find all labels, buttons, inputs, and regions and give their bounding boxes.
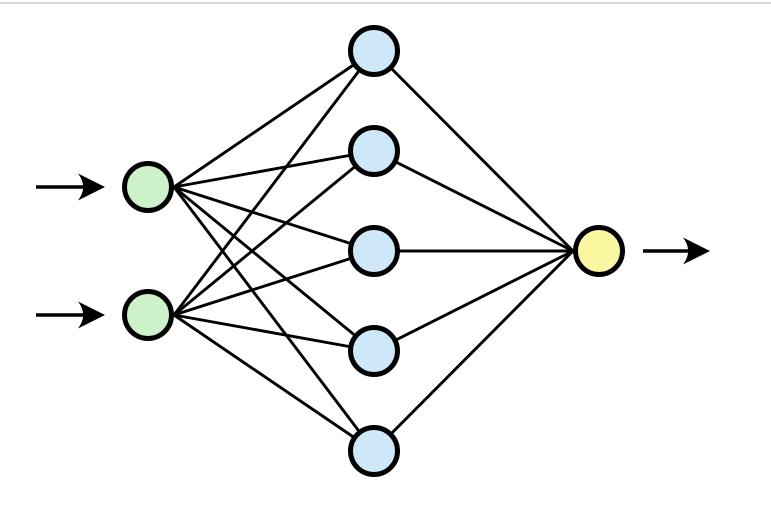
node-hidden-4 bbox=[348, 325, 400, 377]
edge-hidden4-output1 bbox=[373, 249, 574, 353]
node-hidden-3 bbox=[348, 225, 400, 277]
window-top-border bbox=[0, 2, 771, 4]
edge-hidden1-output1 bbox=[372, 49, 575, 253]
edge-input1-hidden4 bbox=[173, 185, 375, 353]
node-input-2 bbox=[122, 289, 174, 341]
edge-input2-hidden4 bbox=[173, 313, 375, 353]
edge-input1-hidden5 bbox=[172, 186, 376, 452]
edge-hidden2-output1 bbox=[373, 149, 574, 253]
output-arrow-head-icon bbox=[683, 237, 710, 265]
input-arrow-2-head-icon bbox=[78, 301, 105, 329]
node-input-1 bbox=[122, 161, 174, 213]
edge-input1-hidden1 bbox=[173, 49, 375, 189]
edge-input2-hidden2 bbox=[173, 149, 375, 317]
node-hidden-1 bbox=[348, 25, 400, 77]
node-hidden-5 bbox=[348, 425, 400, 477]
edge-input1-hidden3 bbox=[173, 185, 375, 253]
edge-input2-hidden3 bbox=[173, 249, 375, 317]
edge-input2-hidden1 bbox=[172, 50, 376, 316]
input-arrow-1-head-icon bbox=[78, 173, 105, 201]
node-hidden-2 bbox=[348, 125, 400, 177]
edge-hidden5-output1 bbox=[372, 249, 575, 453]
edge-input1-hidden2 bbox=[173, 149, 375, 189]
edge-input2-hidden5 bbox=[173, 313, 375, 453]
node-output-1 bbox=[573, 225, 625, 277]
